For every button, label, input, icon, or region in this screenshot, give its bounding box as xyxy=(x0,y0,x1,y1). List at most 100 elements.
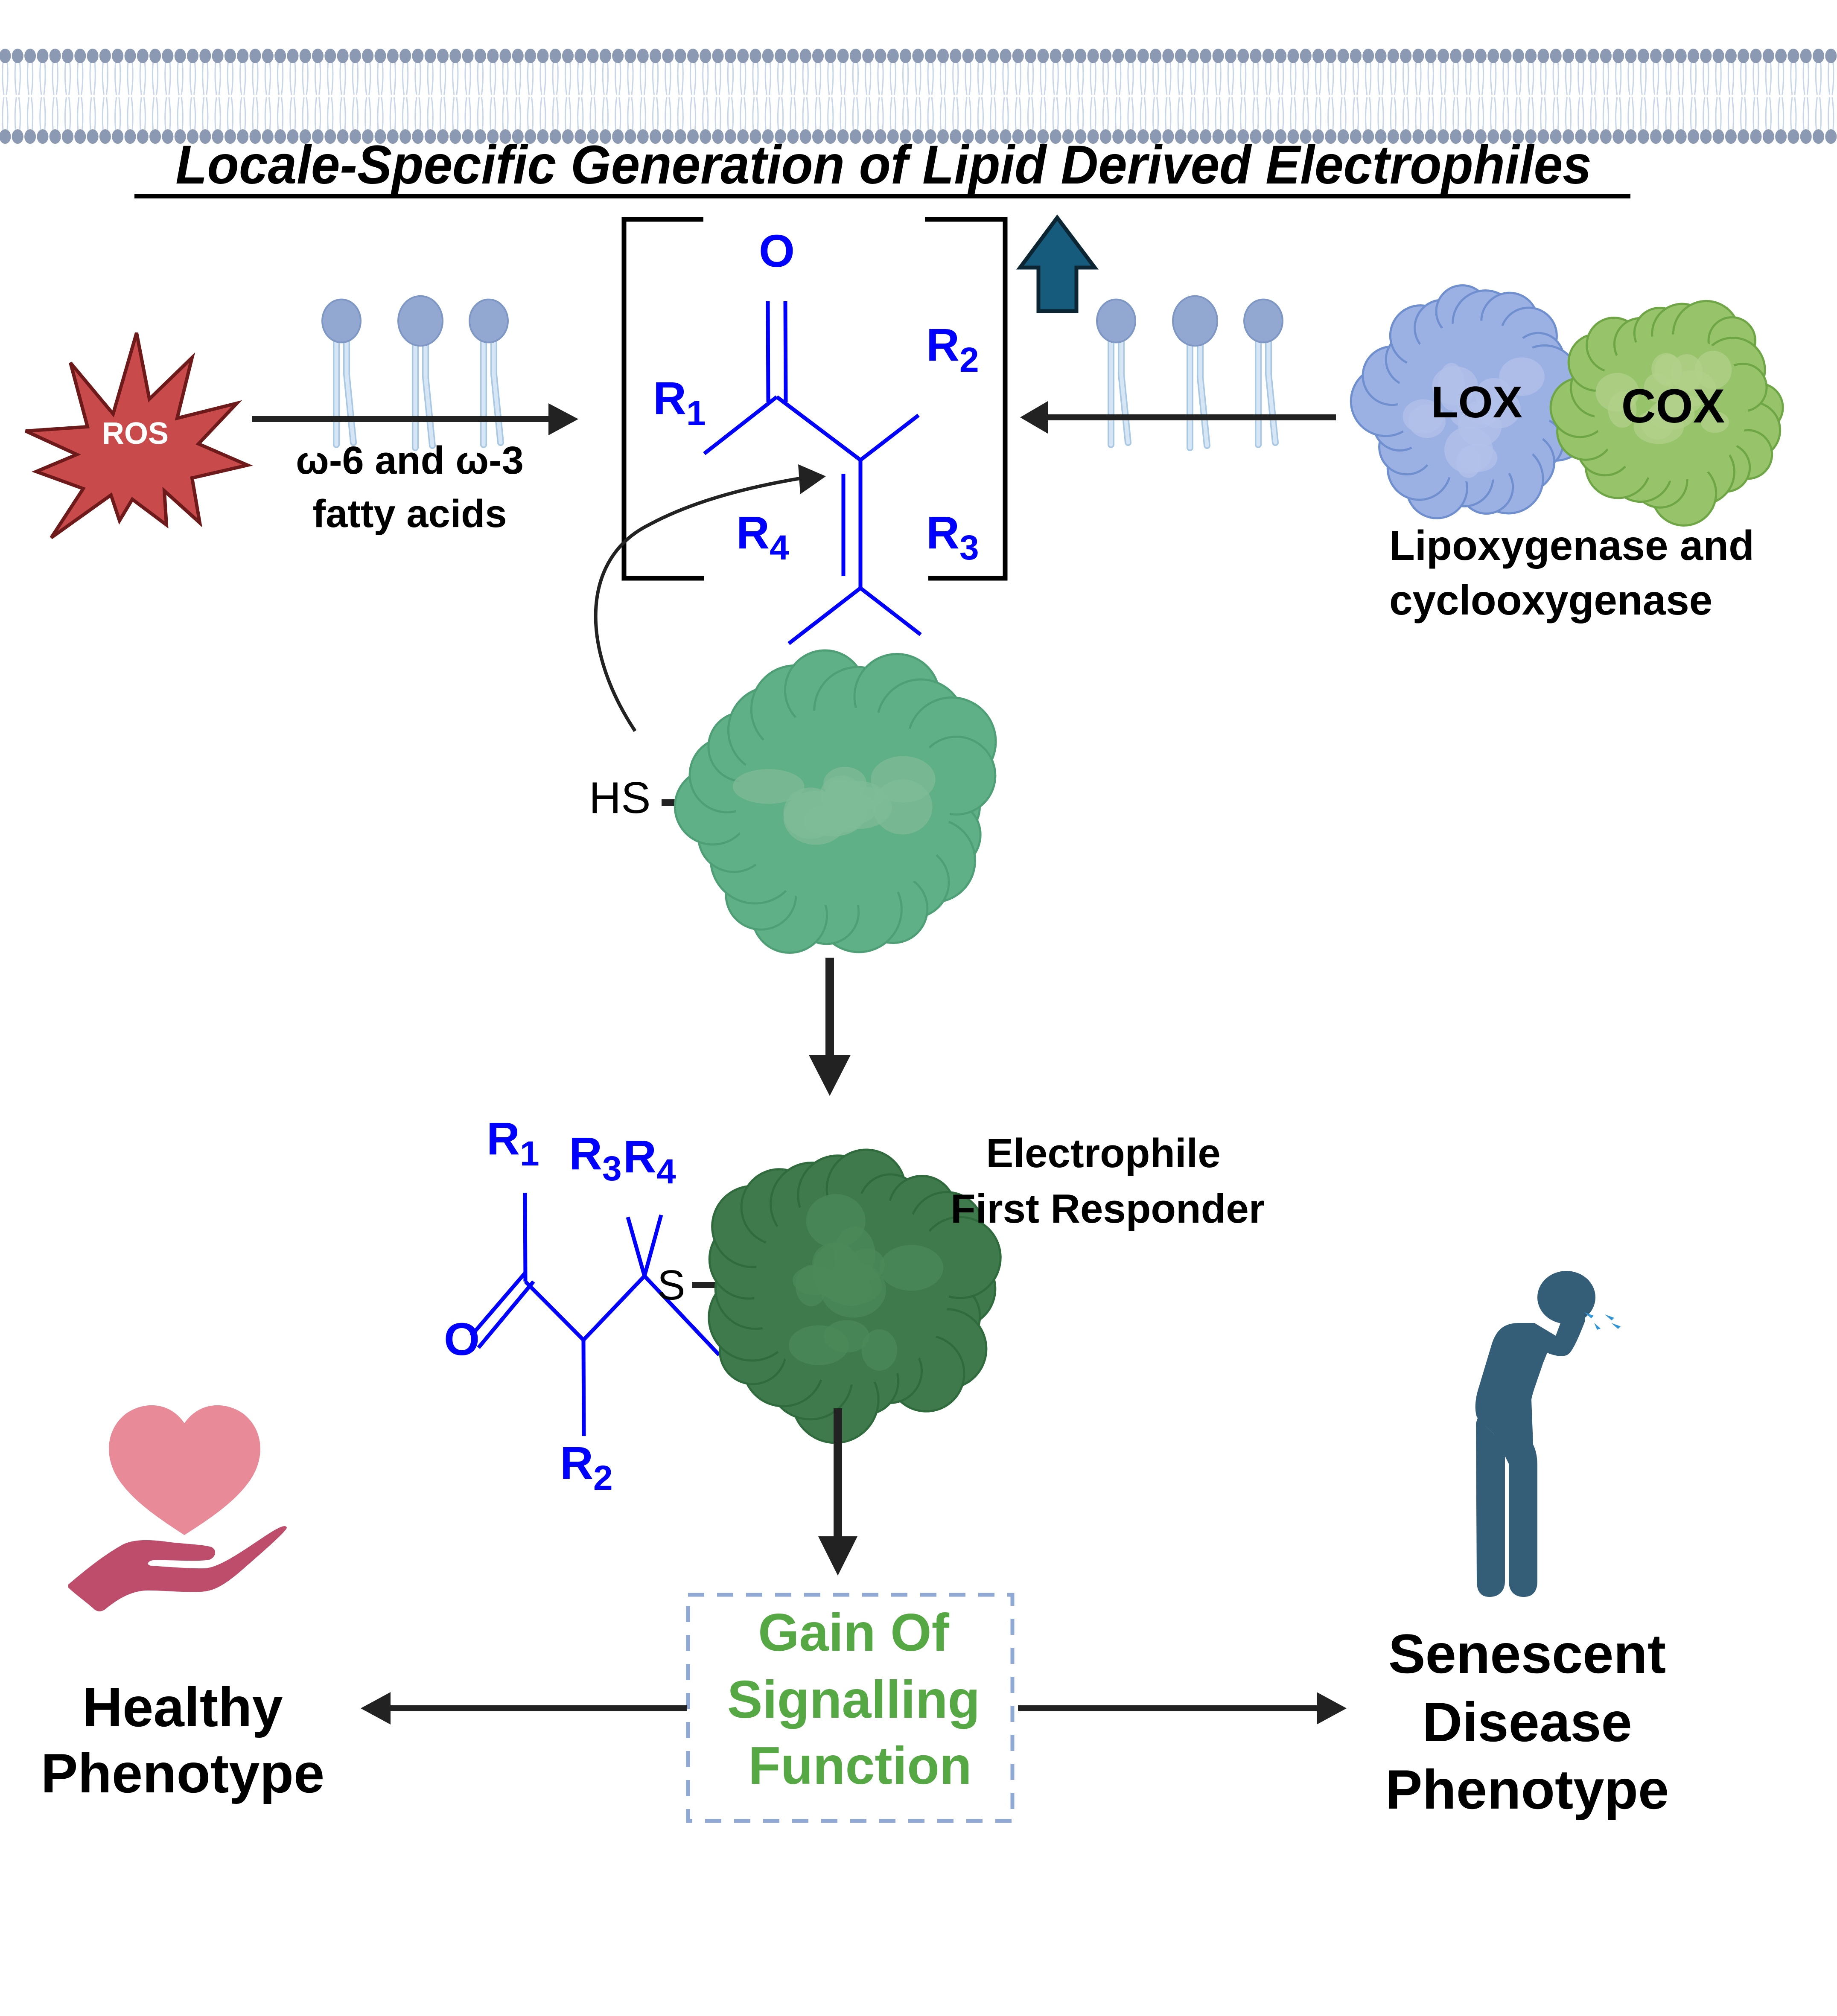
membrane-lipid xyxy=(700,49,711,144)
membrane-lipid xyxy=(1137,49,1149,144)
gain-line2: Signalling xyxy=(727,1670,980,1729)
membrane-lipid xyxy=(799,49,811,144)
cox-bump xyxy=(1700,411,1729,433)
membrane-lipid xyxy=(987,49,999,144)
protein1-bump xyxy=(825,786,892,829)
to-healthy-arrow xyxy=(361,1692,687,1725)
membrane-lipid xyxy=(1275,49,1287,144)
fatty-acid-lipids-left xyxy=(321,295,509,451)
membrane-lipid xyxy=(299,49,311,144)
membrane-lipid xyxy=(1062,49,1074,144)
membrane-lipid xyxy=(1750,49,1762,144)
membrane-lipid xyxy=(1300,49,1312,144)
membrane-lipid xyxy=(1099,49,1111,144)
protein2-bump xyxy=(879,1245,944,1291)
lox-bump xyxy=(1403,399,1444,434)
healthy-line1: Healthy xyxy=(82,1676,283,1738)
ros-to-electrophile-arrow xyxy=(252,403,578,435)
membrane-lipid xyxy=(1738,49,1750,144)
fatty-acids-label-line1: ω-6 and ω-3 xyxy=(296,439,524,482)
membrane-lipid xyxy=(775,49,787,144)
cox-bump xyxy=(1641,407,1674,440)
membrane-lipid xyxy=(525,49,537,144)
lipid-icon xyxy=(321,298,362,448)
membrane-lipid xyxy=(37,49,49,144)
membrane-lipid xyxy=(1175,49,1187,144)
lox-bump xyxy=(1499,357,1545,396)
membrane-lipid xyxy=(62,49,73,144)
membrane-lipid xyxy=(1762,49,1774,144)
disease-line3: Phenotype xyxy=(1385,1758,1669,1821)
membrane-lipid xyxy=(737,49,749,144)
membrane-lipid xyxy=(587,49,599,144)
membrane-lipid xyxy=(1287,49,1299,144)
thiol-protein xyxy=(674,649,997,954)
enzyme-caption-line2: cyclooxygenase xyxy=(1389,577,1712,623)
membrane-lipid xyxy=(724,49,736,144)
membrane-lipid xyxy=(1512,49,1524,144)
membrane-lipid xyxy=(187,49,198,144)
membrane-lipid xyxy=(1362,49,1374,144)
adduct-r2: R2 xyxy=(560,1437,613,1497)
membrane-lipid xyxy=(49,49,61,144)
membrane-lipid xyxy=(337,49,349,144)
membrane-lipid xyxy=(499,49,511,144)
electrophile-r3: R3 xyxy=(926,507,979,567)
cox-bump xyxy=(1694,350,1732,389)
protein2-bump xyxy=(812,1243,861,1299)
membrane-lipid xyxy=(1325,49,1337,144)
thiol-attack-arrow xyxy=(594,464,826,732)
healthy-line2: Phenotype xyxy=(41,1742,325,1804)
membrane-lipid xyxy=(12,49,23,144)
electrophile-oxygen: O xyxy=(759,225,795,277)
title-underline xyxy=(134,194,1630,198)
cox-bump xyxy=(1656,394,1701,414)
cox-label: COX xyxy=(1621,379,1725,433)
membrane-lipid xyxy=(1212,49,1224,144)
membrane-lipid xyxy=(1225,49,1236,144)
membrane-lipid xyxy=(1387,49,1399,144)
membrane-lipid xyxy=(237,49,249,144)
heart-in-hand-icon xyxy=(68,1405,287,1611)
membrane-lipid xyxy=(1500,49,1512,144)
membrane-lipid xyxy=(0,49,11,144)
membrane-lipid xyxy=(1475,49,1487,144)
membrane-lipid xyxy=(900,49,912,144)
membrane-lipid xyxy=(875,49,886,144)
membrane-lipid xyxy=(1813,49,1824,144)
membrane-lipid xyxy=(562,49,574,144)
starburst-icon xyxy=(25,332,253,539)
cox-bump xyxy=(1644,373,1671,402)
membrane-lipid xyxy=(1550,49,1562,144)
membrane-lipid xyxy=(262,49,274,144)
lipid-icon xyxy=(397,295,443,451)
adduct-r3: R3 xyxy=(569,1127,622,1188)
membrane-lipid xyxy=(650,49,662,144)
down-arrow-2 xyxy=(818,1408,857,1576)
membrane-lipid xyxy=(1337,49,1349,144)
membrane-lipid xyxy=(662,49,674,144)
membrane-lipid xyxy=(624,49,636,144)
membrane-lipid xyxy=(1725,49,1737,144)
membrane-lipid xyxy=(137,49,149,144)
membrane-lipid xyxy=(1462,49,1474,144)
membrane-lipid xyxy=(1087,49,1099,144)
membrane-lipid xyxy=(749,49,761,144)
cox-enzyme xyxy=(1549,300,1784,527)
membrane-lipid xyxy=(424,49,436,144)
protein2-bump xyxy=(861,1329,897,1371)
membrane-lipid xyxy=(1650,49,1662,144)
membrane-lipid xyxy=(1587,49,1599,144)
adduct-r4: R4 xyxy=(623,1130,676,1191)
first-responder-line2: First Responder xyxy=(951,1186,1265,1232)
down-arrow-1 xyxy=(809,958,851,1096)
electrophile-r2: R2 xyxy=(926,319,979,379)
membrane-lipid xyxy=(1187,49,1199,144)
membrane-lipid xyxy=(1150,49,1162,144)
up-arrow-icon xyxy=(1016,214,1099,313)
membrane-lipid xyxy=(1688,49,1699,144)
lox-label: LOX xyxy=(1431,378,1522,427)
membrane-lipid xyxy=(324,49,336,144)
lox-bump xyxy=(1458,405,1502,446)
